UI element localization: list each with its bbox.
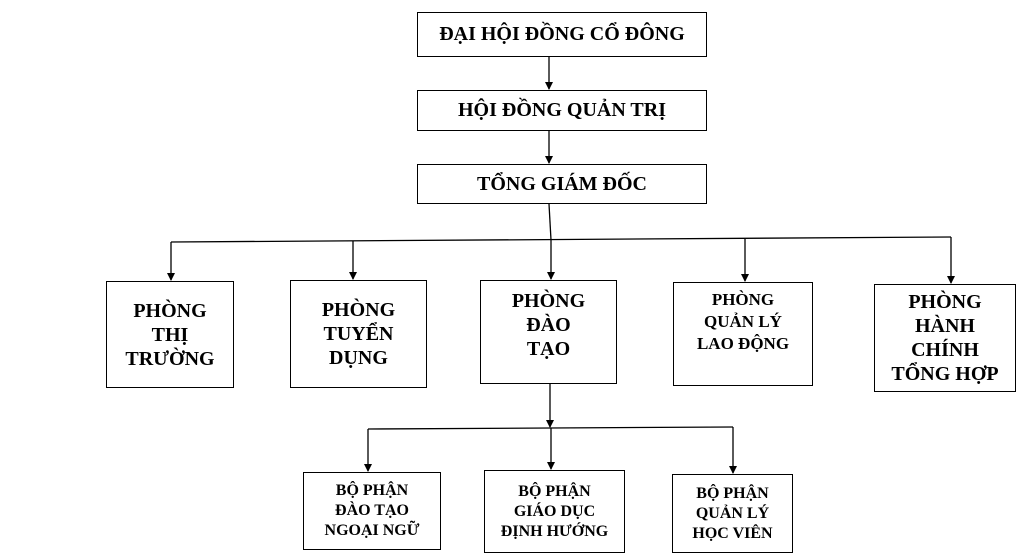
box-sub-language-training: BỘ PHẬN ĐÀO TẠO NGOẠI NGỮ [303, 472, 441, 550]
box-sub-orientation-education: BỘ PHẬN GIÁO DỤC ĐỊNH HƯỚNG [484, 470, 625, 553]
connector-ceo-down [548, 203, 552, 241]
box-sub-trainee-management: BỘ PHẬN QUẢN LÝ HỌC VIÊN [672, 474, 793, 553]
box-label: PHÒNG HÀNH CHÍNH TỔNG HỢP [891, 291, 999, 385]
box-label: BỘ PHẬN ĐÀO TẠO NGOẠI NGỮ [324, 482, 420, 539]
box-dept-administration: PHÒNG HÀNH CHÍNH TỔNG HỢP [874, 284, 1016, 392]
box-board-of-directors: HỘI ĐỒNG QUẢN TRỊ [417, 90, 707, 131]
box-label: PHÒNG TUYỂN DỤNG [321, 299, 396, 369]
box-label: PHÒNG QUẢN LÝ LAO ĐỘNG [696, 290, 790, 353]
box-shareholders-assembly: ĐẠI HỘI ĐỒNG CỔ ĐÔNG [417, 12, 707, 57]
box-label: TỔNG GIÁM ĐỐC [477, 172, 647, 195]
box-label: ĐẠI HỘI ĐỒNG CỔ ĐÔNG [439, 23, 685, 45]
box-label: BỘ PHẬN GIÁO DỤC ĐỊNH HƯỚNG [500, 482, 609, 540]
box-dept-training: PHÒNG ĐÀO TẠO [480, 280, 617, 384]
box-label: PHÒNG ĐÀO TẠO [511, 290, 586, 360]
connector-department-bus [170, 236, 952, 243]
box-label: PHÒNG THỊ TRƯỜNG [125, 299, 215, 370]
box-general-director: TỔNG GIÁM ĐỐC [417, 164, 707, 204]
box-label: BỘ PHẬN QUẢN LÝ HỌC VIÊN [692, 484, 773, 542]
box-label: HỘI ĐỒNG QUẢN TRỊ [458, 99, 666, 121]
box-dept-market: PHÒNG THỊ TRƯỜNG [106, 281, 234, 388]
box-dept-labor-management: PHÒNG QUẢN LÝ LAO ĐỘNG [673, 282, 813, 386]
box-dept-recruitment: PHÒNG TUYỂN DỤNG [290, 280, 427, 388]
